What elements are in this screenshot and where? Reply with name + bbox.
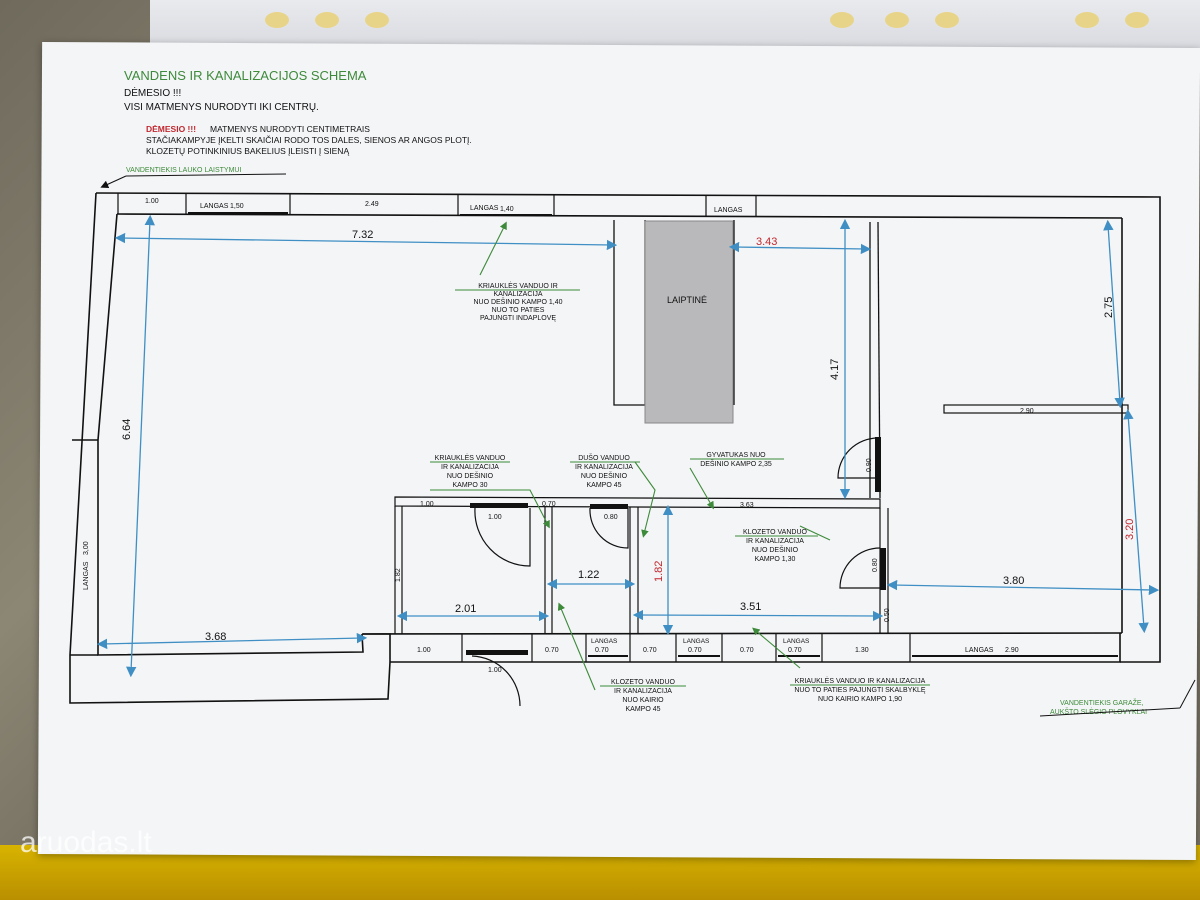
inner-wall-dim-3: 3.63 [740,502,754,509]
dim-3-20: 3.20 [1124,519,1136,540]
bottom-window-3-width: 0.70 [788,647,802,654]
top-wall-dim-2: 2.49 [365,201,379,208]
bottom-window-1-label: LANGAS [591,638,618,645]
top-window-2-label: LANGAS [470,205,499,212]
left-window-label: LANGAS [83,561,90,590]
entrance-door-dim: 1.00 [488,667,502,674]
top-window-1-label: LANGAS [200,203,229,210]
dim-3-43: 3.43 [756,236,777,248]
bottom-wall-dim-1: 1.00 [417,647,431,654]
note-kriaukles-mid-1: KRIAUKLĖS VANDUO [435,453,506,462]
bath-door-1-dim: 1.00 [488,514,502,521]
bottom-window-1-width: 0.70 [595,647,609,654]
bottom-wall-dim-3: 0.70 [643,647,657,654]
dim-6-64: 6.64 [121,419,133,440]
dim-1-82: 1.82 [653,561,665,582]
note-kriaukles-top-4: NUO TO PATIES [492,307,545,314]
door-right-dim: 0.90 [866,458,873,472]
note-klozeto-bottom-4: KAMPO 45 [625,706,660,713]
note-klozeto-right-3: NUO DEŠINIO [752,545,799,554]
center-note: VISI MATMENYS NURODYTI IKI CENTRŲ. [124,102,319,113]
annotation-leaders [430,221,831,691]
inner-wall-dim-2: 0.70 [542,501,556,508]
note-klozeto-right-4: KAMPO 1,30 [755,556,796,563]
inner-wall-dim-1: 1.00 [420,501,434,508]
outer-walls [69,192,1161,704]
note-klozeto-bottom-1: KLOZETO VANDUO [611,679,675,686]
dim-2-01: 2.01 [455,603,476,615]
bottom-window-4-width: 2.90 [1005,647,1019,654]
note-kriaukles-bottom-2: NUO TO PATIES PAJUNGTI SKALBYKLĘ [794,687,926,694]
note-duso-3: NUO DEŠINIO [581,471,628,480]
wall-stub-dim: 0.50 [884,608,891,622]
plan-title: VANDENS IR KANALIZACIJOS SCHEMA [124,68,367,83]
note-red: DĖMESIO !!! [146,124,196,134]
dim-3-51: 3.51 [740,601,761,613]
note-gyvatukas-2: DEŠINIO KAMPO 2,35 [700,459,772,468]
door-bath-right-dim: 0.80 [872,558,879,572]
note-kriaukles-mid-4: KAMPO 30 [452,482,487,489]
bottom-wall-dim-5: 1.30 [855,647,869,654]
note-klozeto-right-2: IR KANALIZACIJA [746,538,804,545]
note-duso-2: IR KANALIZACIJA [575,464,633,471]
note-klozeto-right-1: KLOZETO VANDUO [743,529,807,536]
note-kriaukles-mid-2: IR KANALIZACIJA [441,464,499,471]
note-kriaukles-top-3: NUO DEŠINIO KAMPO 1,40 [473,297,562,306]
left-bath-wall-dim: 1.82 [395,568,402,582]
note-kriaukles-bottom-1: KRIAUKLĖS VANDUO IR KANALIZACIJA [795,676,926,685]
top-window-1-width: 1,50 [230,203,244,210]
watermark: aruodas.lt [20,826,152,859]
note-kriaukles-top-2: KANALIZACIJA [493,291,542,298]
bottom-window-2-width: 0.70 [688,647,702,654]
stair-label: LAIPTINĖ [667,295,707,305]
bottom-window-4-label: LANGAS [965,647,994,654]
dim-3-68: 3.68 [205,631,226,643]
note-line-1: MATMENYS NURODYTI CENTIMETRAIS [210,124,370,134]
note-duso-4: KAMPO 45 [586,482,621,489]
note-line-3: KLOZETŲ POTINKINIUS BAKELIUS ĮLEISTI Į S… [146,146,349,156]
dim-7-32: 7.32 [352,229,373,241]
dim-3-80: 3.80 [1003,575,1024,587]
partition-dim: 2.90 [1020,408,1034,415]
stairwell [644,220,734,424]
dim-1-22: 1.22 [578,569,599,581]
note-kriaukles-top-1: KRIAUKLĖS VANDUO IR [478,281,558,290]
note-line-2: STAČIAKAMPYJE ĮKELTI SKAIČIAI RODO TOS D… [146,135,472,145]
attention-line: DĖMESIO !!! [124,86,181,99]
bath-door-2-dim: 0.80 [604,514,618,521]
dim-4-17: 4.17 [829,359,841,380]
garage-water-label-1: VANDENTIEKIS GARAŽE, [1060,698,1144,707]
garage-water-label-2: AUKŠTO SLĖGIO PLOVYKLAI [1050,707,1147,716]
plastic-sleeve [150,0,1200,49]
bottom-wall-dim-2: 0.70 [545,647,559,654]
bottom-window-3-label: LANGAS [783,638,810,645]
note-kriaukles-top-5: PAJUNGTI INDAPLOVĘ [480,315,556,322]
note-gyvatukas-1: GYVATUKAS NUO [706,452,766,459]
outdoor-water-label: VANDENTIEKIS LAUKO LAISTYMUI [126,167,241,174]
top-window-2-width: 1,40 [500,206,514,213]
note-klozeto-bottom-3: NUO KAIRIO [622,697,664,704]
note-klozeto-bottom-2: IR KANALIZACIJA [614,688,672,695]
bottom-wall-dim-4: 0.70 [740,647,754,654]
left-window-width: 3,00 [83,541,90,555]
top-wall-dim-1: 1.00 [145,198,159,205]
top-window-3-label: LANGAS [714,207,743,214]
note-duso-1: DUŠO VANDUO [578,453,630,462]
dimension-lines [96,214,1160,678]
bottom-window-2-label: LANGAS [683,638,710,645]
note-kriaukles-mid-3: NUO DEŠINIO [447,471,494,480]
note-kriaukles-bottom-3: NUO KAIRIO KAMPO 1,90 [818,696,902,703]
dim-2-75: 2.75 [1103,297,1115,318]
